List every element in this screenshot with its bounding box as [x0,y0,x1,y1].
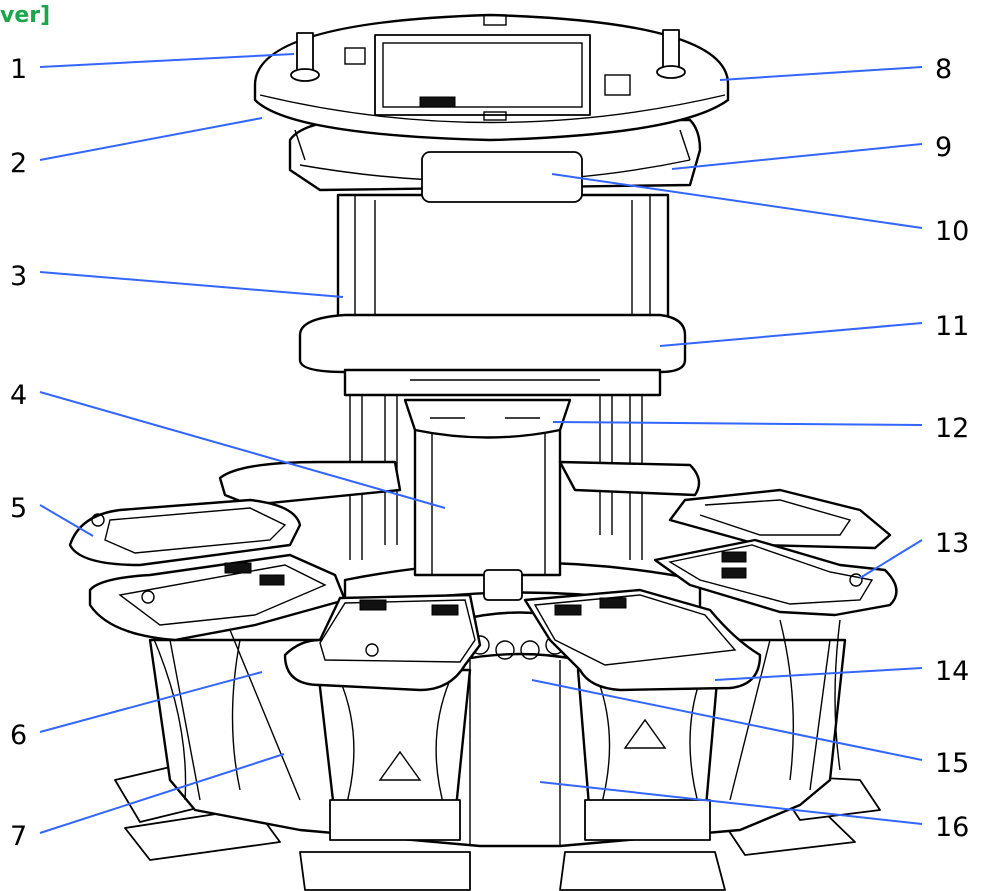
leader-12 [552,421,923,426]
leader-14 [714,667,923,681]
leader-10 [551,173,923,229]
upper-ring [288,118,702,203]
callout-15: 15 [935,748,969,779]
leader-13 [859,539,923,579]
leader-4 [39,391,446,509]
callout-16: 16 [935,812,969,843]
gaming-machine-illustration [68,13,898,891]
leader-11 [659,322,923,347]
center-column [343,380,702,662]
callout-13: 13 [935,528,969,559]
callout-7: 7 [10,821,27,852]
console-left-far [68,498,302,567]
callout-11: 11 [935,311,969,342]
console-front-left [283,593,482,692]
callout-14: 14 [935,656,969,687]
callout-12: 12 [935,413,969,444]
callout-2: 2 [10,148,27,179]
leader-9 [671,143,923,170]
leader-2 [39,117,263,161]
callout-9: 9 [935,132,952,163]
console-right [653,538,898,617]
leader-16 [539,781,923,825]
leader-8 [719,66,923,81]
callout-4: 4 [10,380,27,411]
console-left [88,553,347,642]
header-fragment: ver] [0,3,50,28]
leader-7 [39,753,285,834]
top-cabinet [253,13,730,142]
callout-1: 1 [10,54,27,85]
callout-leaders [39,53,923,834]
callout-3: 3 [10,261,27,292]
leader-1 [39,53,295,68]
callout-5: 5 [10,493,27,524]
callout-10: 10 [935,216,969,247]
lower-cabinet [148,619,847,848]
callout-8: 8 [935,54,952,85]
tower-middle [298,193,687,397]
leader-5 [39,504,94,537]
leader-3 [39,271,344,298]
callout-6: 6 [10,720,27,751]
callout-labels: 1 2 3 4 5 6 7 8 9 10 11 12 13 14 15 16 [10,54,969,852]
leader-6 [39,671,263,733]
rear-stations [218,460,892,550]
leader-15 [531,679,923,761]
